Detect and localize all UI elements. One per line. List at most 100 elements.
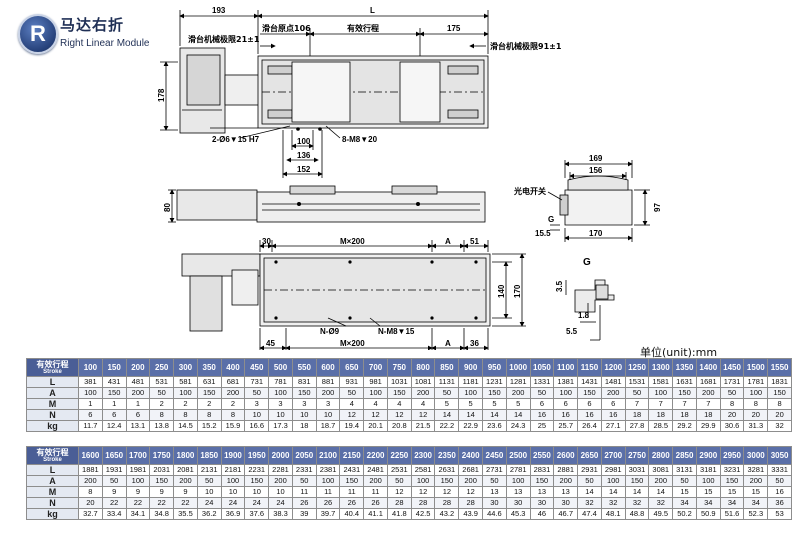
table-cell: 200: [458, 475, 484, 487]
table-cell: 7: [672, 398, 697, 410]
table-cell: 25.7: [553, 420, 579, 432]
table-cell: 44.6: [482, 508, 507, 520]
stroke-value: 550: [291, 358, 317, 377]
stroke-value: 1250: [624, 358, 650, 377]
table-cell: 1131: [434, 376, 460, 388]
table-cell: 32: [600, 497, 626, 509]
table-cell: 100: [410, 475, 436, 487]
table-cell: 2631: [434, 464, 460, 476]
table-cell: 28: [386, 497, 412, 509]
table-cell: 12: [458, 486, 484, 498]
table-cell: 9: [101, 486, 127, 498]
table-cell: 16: [529, 409, 555, 421]
table-cell: 3231: [719, 464, 745, 476]
stroke-value: 500: [268, 358, 293, 377]
table-cell: 10: [291, 409, 317, 421]
table-cell: 27.1: [600, 420, 626, 432]
table-cell: 3031: [624, 464, 650, 476]
dim-178: 178: [157, 88, 166, 102]
table-cell: 200: [125, 387, 151, 399]
table-cell: 50: [291, 475, 317, 487]
table-cell: 1731: [719, 376, 745, 388]
stroke-value: 1850: [196, 446, 222, 465]
table-cell: 8: [149, 409, 175, 421]
label-limit-left: 滑台机械极限21±1: [188, 34, 260, 44]
table-cell: 18: [291, 420, 317, 432]
table-cell: 431: [101, 376, 127, 388]
stroke-value: 2500: [505, 446, 531, 465]
table-cell: 200: [553, 475, 579, 487]
table-cell: 6: [101, 409, 127, 421]
table-cell: 100: [78, 387, 103, 399]
stroke-value: 2700: [600, 446, 626, 465]
table-cell: 46.7: [553, 508, 579, 520]
table-cell: 2531: [386, 464, 412, 476]
table-cell: 13.8: [149, 420, 175, 432]
stroke-value: 350: [196, 358, 222, 377]
table-cell: 22: [125, 497, 151, 509]
table-cell: 50: [624, 387, 650, 399]
stroke-value: 1800: [173, 446, 198, 465]
table-cell: 1931: [101, 464, 127, 476]
dim-15-5: 15.5: [535, 229, 551, 238]
table-cell: 12: [386, 486, 412, 498]
table-cell: 15: [672, 486, 697, 498]
table-cell: 1631: [672, 376, 697, 388]
table-cell: 50.9: [695, 508, 721, 520]
label-N-m8: N-M8▼15: [378, 327, 415, 336]
table-cell: 50: [386, 475, 412, 487]
table-cell: 2081: [173, 464, 198, 476]
table-cell: 12: [386, 409, 412, 421]
dim-45: 45: [266, 339, 275, 348]
table-cell: 2181: [220, 464, 246, 476]
table-cell: 15.2: [196, 420, 222, 432]
table-cell: 6: [600, 398, 626, 410]
dim-80: 80: [163, 203, 172, 212]
table-cell: 50: [529, 387, 555, 399]
dim-193: 193: [212, 6, 226, 15]
stroke-value: 2450: [482, 446, 507, 465]
table-cell: 100: [600, 475, 626, 487]
table-cell: 1431: [577, 376, 602, 388]
table-cell: 200: [78, 475, 103, 487]
stroke-value: 2650: [577, 446, 602, 465]
table-cell: 11.7: [78, 420, 103, 432]
table-cell: 39: [291, 508, 317, 520]
table-cell: 631: [196, 376, 222, 388]
table-cell: 42.5: [410, 508, 436, 520]
table-cell: 39.7: [315, 508, 341, 520]
table-cell: 11: [363, 486, 388, 498]
table-cell: 150: [719, 475, 745, 487]
stroke-value: 150: [101, 358, 127, 377]
table-cell: 200: [363, 475, 388, 487]
row-label: L: [26, 376, 79, 388]
table-cell: 20: [743, 409, 769, 421]
table-cell: 26: [363, 497, 388, 509]
table-cell: 52.3: [743, 508, 769, 520]
table-cell: 1531: [624, 376, 650, 388]
table-cell: 26: [339, 497, 365, 509]
table-cell: 37.6: [244, 508, 270, 520]
table-cell: 1381: [553, 376, 579, 388]
table-cell: 25: [529, 420, 555, 432]
stroke-value: 1700: [125, 446, 151, 465]
table-cell: 29.9: [695, 420, 721, 432]
table-cell: 13: [529, 486, 555, 498]
dim-100: 100: [297, 137, 311, 146]
table-cell: 931: [339, 376, 365, 388]
label-pin-holes: 2-Ø6▼15 H7: [212, 135, 260, 144]
table-cell: 2131: [196, 464, 222, 476]
dim-51: 51: [470, 237, 479, 246]
dim-L: L: [370, 6, 375, 15]
table-cell: 32: [577, 497, 602, 509]
table-cell: 100: [268, 387, 293, 399]
stroke-value: 1100: [553, 358, 579, 377]
dim-140: 140: [497, 284, 506, 298]
table-cell: 1831: [767, 376, 792, 388]
table-cell: 14: [482, 409, 507, 421]
table-cell: 14: [648, 486, 674, 498]
